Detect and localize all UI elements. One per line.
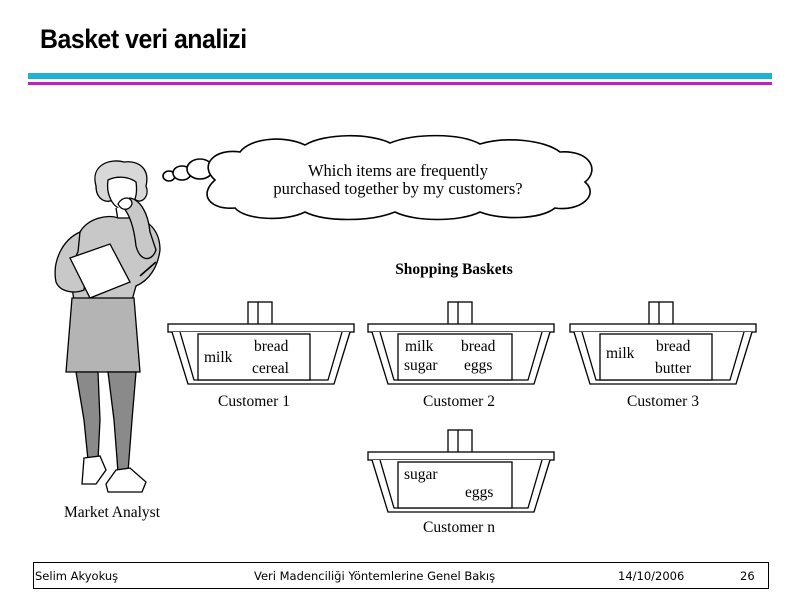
thought-bubble bbox=[162, 134, 593, 221]
basket-customer-3 bbox=[569, 301, 757, 385]
basket-n-item-sugar: sugar bbox=[404, 466, 438, 483]
basket-customer-n bbox=[367, 429, 555, 513]
basket-3-item-butter: butter bbox=[655, 360, 692, 377]
basket-1-item-cereal: cereal bbox=[252, 360, 289, 377]
basket-customer-1 bbox=[167, 301, 355, 385]
slide-footer: Selim Akyokuş Veri Madenciliği Yöntemler… bbox=[33, 562, 769, 589]
market-analyst-illustration bbox=[54, 160, 161, 493]
title-rule-magenta bbox=[28, 82, 772, 85]
basket-analysis-diagram: Which items are frequently purchased tog… bbox=[54, 134, 757, 536]
basket-3-item-milk: milk bbox=[606, 345, 635, 362]
basket-2-item-eggs: eggs bbox=[464, 357, 492, 374]
basket-1-customer-label: Customer 1 bbox=[218, 393, 290, 410]
footer-date: 14/10/2006 bbox=[618, 569, 685, 583]
basket-1-item-milk: milk bbox=[204, 349, 233, 366]
thought-line-2: purchased together by my customers? bbox=[273, 179, 522, 198]
basket-3-item-bread: bread bbox=[656, 338, 691, 355]
basket-2-item-sugar: sugar bbox=[404, 357, 438, 374]
title-rule-cyan bbox=[28, 73, 772, 79]
footer-page-number: 26 bbox=[740, 569, 755, 583]
basket-1-item-bread: bread bbox=[254, 338, 289, 355]
thought-line-1: Which items are frequently bbox=[308, 161, 489, 180]
basket-2-customer-label: Customer 2 bbox=[423, 393, 495, 410]
analyst-label: Market Analyst bbox=[64, 504, 161, 521]
basket-2-item-bread: bread bbox=[461, 338, 496, 355]
basket-2-item-milk: milk bbox=[405, 338, 434, 355]
footer-author: Selim Akyokuş bbox=[35, 569, 119, 583]
basket-customer-2 bbox=[367, 301, 555, 385]
basket-n-customer-label: Customer n bbox=[423, 519, 495, 536]
basket-n-item-eggs: eggs bbox=[465, 484, 493, 501]
basket-3-customer-label: Customer 3 bbox=[627, 393, 699, 410]
baskets-heading: Shopping Baskets bbox=[395, 261, 513, 278]
slide-title: Basket veri analizi bbox=[40, 24, 247, 54]
footer-course-title: Veri Madenciliği Yöntemlerine Genel Bakı… bbox=[254, 569, 496, 583]
